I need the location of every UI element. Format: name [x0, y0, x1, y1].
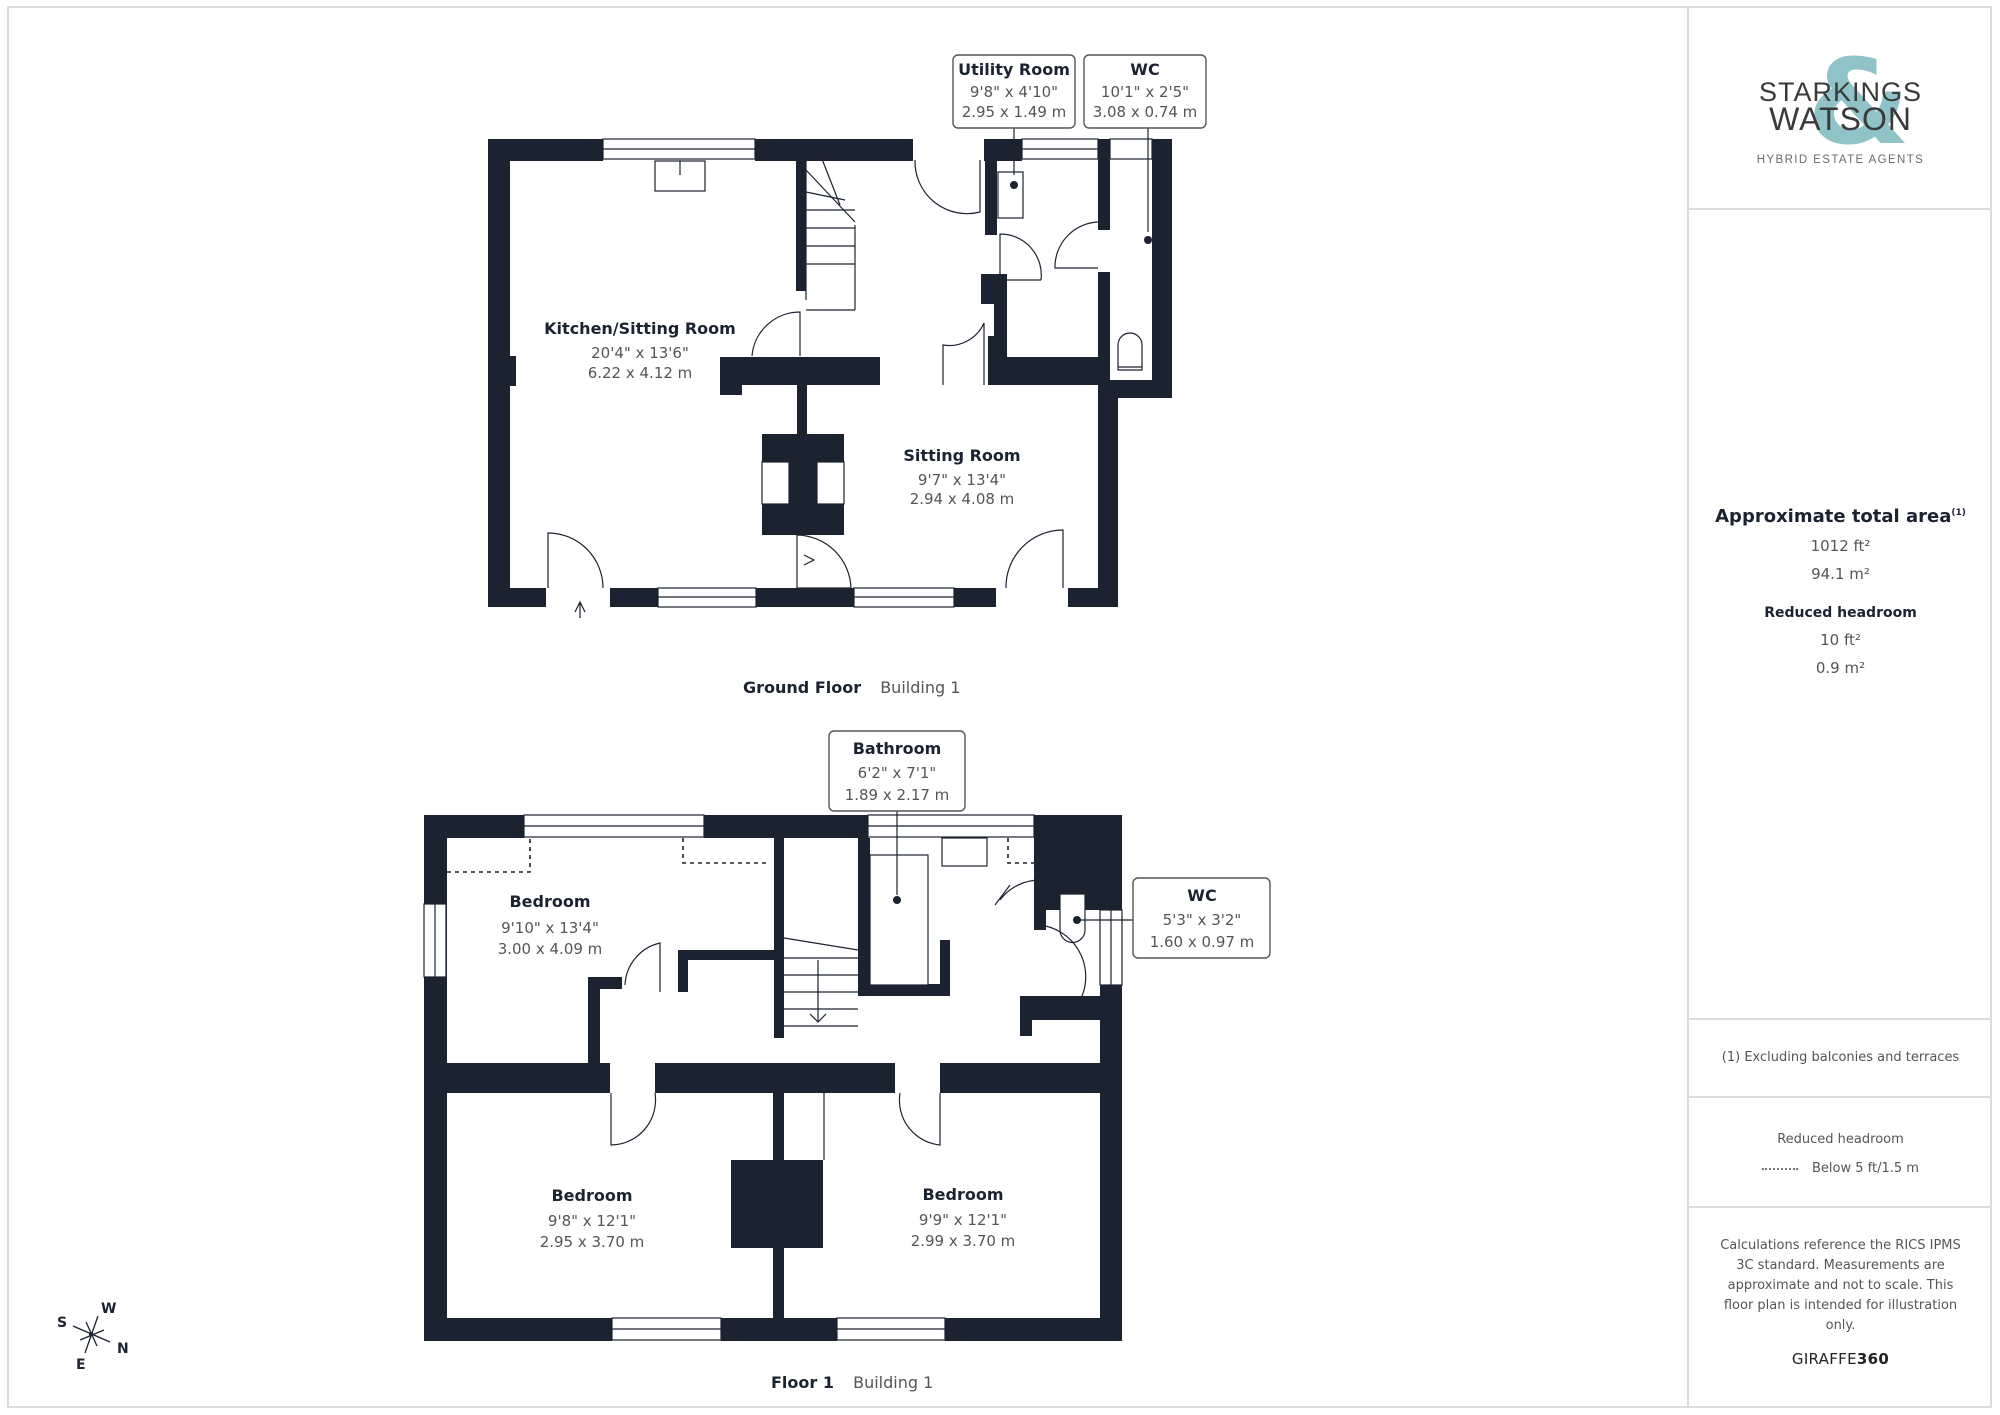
- floor-name: Ground Floor: [743, 678, 862, 697]
- svg-text:10'1" x 2'5": 10'1" x 2'5": [1101, 83, 1189, 101]
- svg-text:N: N: [117, 1341, 129, 1357]
- svg-text:Bedroom: Bedroom: [509, 892, 590, 911]
- toilet-icon: [1117, 332, 1143, 371]
- area-summary: Approximate total area(1) 1012 ft² 94.1 …: [1689, 210, 1992, 1020]
- compass-icon: W S N E: [57, 1301, 129, 1373]
- brand-section: & STARKINGS WATSON HYBRID ESTATE AGENTS: [1689, 6, 1992, 210]
- legend-item: Below 5 ft/1.5 m: [1689, 1161, 1992, 1176]
- front-door-swing: [547, 532, 604, 589]
- svg-text:20'4" x 13'6": 20'4" x 13'6": [591, 344, 689, 362]
- svg-text:Sitting Room: Sitting Room: [903, 446, 1020, 465]
- svg-text:6.22 x 4.12 m: 6.22 x 4.12 m: [588, 364, 693, 382]
- dotted-line-icon: [1762, 1167, 1799, 1170]
- brand-name-line1: STARKINGS: [1758, 77, 1923, 107]
- brand-tagline: HYBRID ESTATE AGENTS: [1756, 154, 1925, 166]
- svg-text:WC: WC: [1187, 886, 1216, 905]
- svg-text:2.95 x 3.70 m: 2.95 x 3.70 m: [540, 1233, 645, 1251]
- footnote-text: (1) Excluding balconies and terraces: [1721, 1050, 1960, 1065]
- svg-text:9'7" x 13'4": 9'7" x 13'4": [918, 471, 1006, 489]
- floor-1-plan: Bedroom 9'10" x 13'4" 3.00 x 4.09 m Bedr…: [423, 730, 1271, 1341]
- ampersand-logo-icon: &: [1807, 33, 1910, 171]
- svg-text:9'10" x 13'4": 9'10" x 13'4": [501, 919, 599, 937]
- svg-text:WC: WC: [1130, 60, 1159, 79]
- svg-text:Utility Room: Utility Room: [958, 60, 1070, 79]
- floor-1-label: Floor 1 Building 1: [771, 1373, 933, 1392]
- svg-text:2.94 x 4.08 m: 2.94 x 4.08 m: [910, 490, 1015, 508]
- total-area-ft: 1012 ft²: [1810, 537, 1871, 555]
- disclaimer-section: Calculations reference the RICS IPMS 3C …: [1689, 1208, 1992, 1408]
- svg-text:Bedroom: Bedroom: [922, 1185, 1003, 1204]
- svg-text:3.00 x 4.09 m: 3.00 x 4.09 m: [498, 940, 603, 958]
- footnote-section: (1) Excluding balconies and terraces: [1689, 1020, 1992, 1098]
- reduced-headroom-title: Reduced headroom: [1764, 605, 1917, 621]
- floor-name: Floor 1: [771, 1373, 834, 1392]
- giraffe360-credit: GIRAFFE360: [1791, 1350, 1890, 1368]
- staircase: [805, 158, 856, 311]
- legend-title: Reduced headroom: [1777, 1132, 1904, 1147]
- ground-floor-label: Ground Floor Building 1: [743, 678, 960, 697]
- svg-text:W: W: [101, 1301, 116, 1317]
- svg-text:2.95 x 1.49 m: 2.95 x 1.49 m: [962, 103, 1067, 121]
- staircase: [783, 937, 859, 1027]
- disclaimer-text: Calculations reference the RICS IPMS 3C …: [1720, 1238, 1961, 1333]
- svg-text:S: S: [57, 1315, 67, 1331]
- svg-text:5'3" x 3'2": 5'3" x 3'2": [1163, 911, 1242, 929]
- total-area-title: Approximate total area(1): [1715, 506, 1966, 527]
- svg-text:9'8" x 4'10": 9'8" x 4'10": [970, 83, 1058, 101]
- brand-logo: & STARKINGS WATSON: [1689, 43, 1992, 161]
- info-sidebar: & STARKINGS WATSON HYBRID ESTATE AGENTS …: [1687, 6, 1992, 1408]
- svg-text:3.08 x 0.74 m: 3.08 x 0.74 m: [1093, 103, 1198, 121]
- compass-rose: W S N E: [40, 1280, 160, 1380]
- room-name: Kitchen/Sitting Room: [544, 319, 736, 338]
- svg-text:2.99 x 3.70 m: 2.99 x 3.70 m: [911, 1232, 1016, 1250]
- reduced-headroom-ft: 10 ft²: [1820, 631, 1861, 649]
- brand-name-line2: WATSON: [1769, 101, 1912, 137]
- svg-text:1.60 x 0.97 m: 1.60 x 0.97 m: [1150, 933, 1255, 951]
- toilet-icon: [1059, 893, 1086, 944]
- svg-text:9'9" x 12'1": 9'9" x 12'1": [919, 1211, 1007, 1229]
- legend-section: Reduced headroom Below 5 ft/1.5 m: [1689, 1098, 1992, 1208]
- reduced-headroom-m: 0.9 m²: [1815, 659, 1866, 677]
- total-area-m: 94.1 m²: [1811, 565, 1870, 583]
- svg-text:Bedroom: Bedroom: [551, 1186, 632, 1205]
- svg-text:E: E: [76, 1357, 86, 1373]
- ground-floor-plan: Kitchen/Sitting Room 20'4" x 13'6" 6.22 …: [488, 54, 1207, 618]
- building-name: Building 1: [880, 678, 961, 697]
- svg-text:6'2" x 7'1": 6'2" x 7'1": [858, 764, 937, 782]
- page-frame: [7, 6, 1992, 1408]
- building-name: Building 1: [853, 1373, 934, 1392]
- svg-text:Bathroom: Bathroom: [853, 739, 942, 758]
- svg-text:1.89 x 2.17 m: 1.89 x 2.17 m: [845, 786, 950, 804]
- svg-text:9'8" x 12'1": 9'8" x 12'1": [548, 1212, 636, 1230]
